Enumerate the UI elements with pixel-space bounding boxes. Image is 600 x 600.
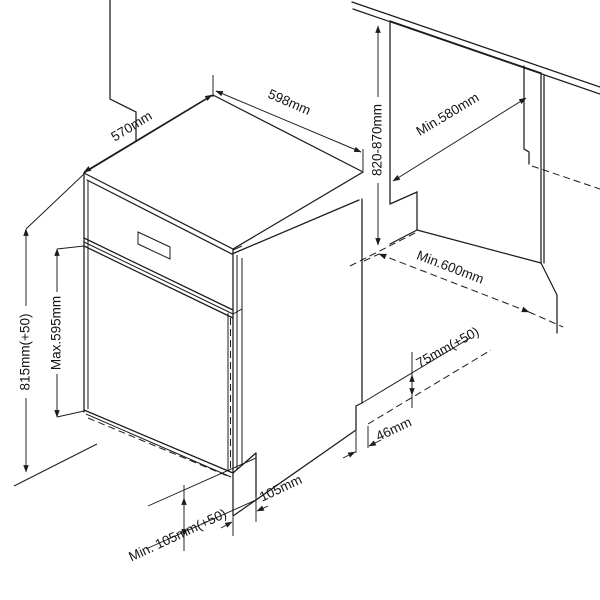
niche-floor-lines [349,231,564,425]
dim-label-top-depth: 570mm [108,108,154,144]
dim-label-counter-depth: Min.580mm [413,90,481,139]
dim-label-rear-offset: 46mm [373,414,413,443]
dimension-lines [23,25,530,551]
dim-label-niche-width: Min.600mm [415,247,486,286]
rear-plinth-notch [355,402,363,431]
countertop [351,1,600,95]
niche-width-dimension [378,253,530,313]
dim-label-door-height: Max.595mm [49,296,64,370]
plinth-notch-front [389,191,418,231]
floor-line-left [13,443,98,487]
right-cabinet-side-panel [389,20,600,334]
control-panel-display [137,231,171,260]
plinth-dashed-line [531,165,600,190]
dim-label-overall-height: 815mm(+50) [18,314,33,391]
dishwasher-body [13,94,365,517]
dishwasher-top-face [82,94,365,250]
dim-label-niche-height: 820-870mm [370,104,385,176]
control-panel [83,231,243,319]
dim-label-plinth-depth: 105mm [257,472,304,505]
plinth-line-solid [361,337,471,404]
dishwasher-door [83,313,234,478]
floor-line-dashed [367,349,492,425]
dim-label-plinth-clearance: 75mm(+50) [414,324,482,371]
dim-label-top-width: 598mm [266,86,313,118]
dim-label-plinth-height: Min. 105mm(+50) [126,506,229,564]
plinth-notch-back [523,65,530,165]
panel-bottom-corner [540,262,558,334]
